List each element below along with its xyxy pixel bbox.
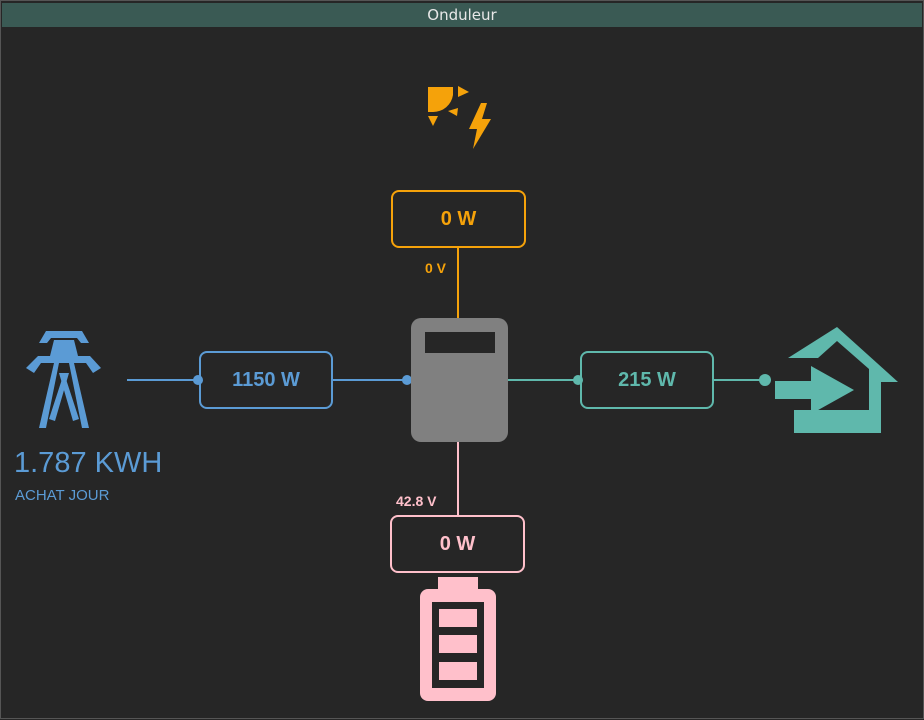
home-dot-right <box>759 374 771 386</box>
transmission-tower-icon <box>26 331 101 428</box>
solar-power-icon <box>428 86 491 149</box>
solar-power-value: 0 W <box>440 207 477 230</box>
grid-power-box[interactable]: 1150 W <box>199 351 333 409</box>
home-power-value: 215 W <box>618 368 676 391</box>
solar-power-box[interactable]: 0 W <box>391 190 526 248</box>
battery-power-value: 0 W <box>439 532 476 555</box>
home-import-icon <box>775 327 898 433</box>
solar-voltage: 0 V <box>425 260 447 276</box>
battery-voltage: 42.8 V <box>396 493 437 509</box>
grid-daily-energy-label: ACHAT JOUR <box>15 487 110 504</box>
inverter-icon[interactable] <box>411 318 508 442</box>
grid-power-value: 1150 W <box>232 368 300 391</box>
battery-icon <box>420 577 496 701</box>
battery-power-box[interactable]: 0 W <box>390 515 525 573</box>
grid-daily-energy: 1.787 KWH <box>14 447 163 479</box>
home-power-box[interactable]: 215 W <box>580 351 714 409</box>
panel-title: Onduleur <box>2 3 922 27</box>
grid-dot-right <box>402 375 412 385</box>
